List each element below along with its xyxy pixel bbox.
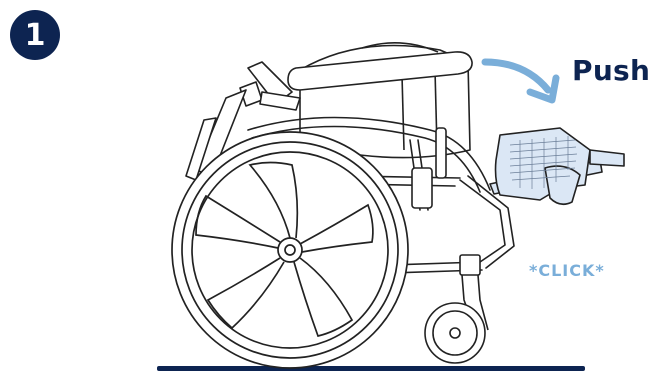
click-label: *CLICK* <box>529 261 605 280</box>
ground-line <box>157 366 585 371</box>
step-number-badge: 1 <box>10 10 60 60</box>
footrest <box>490 128 624 204</box>
rear-wheel <box>172 132 408 368</box>
curved-arrow-icon <box>485 62 556 100</box>
push-label: Push <box>572 54 650 87</box>
